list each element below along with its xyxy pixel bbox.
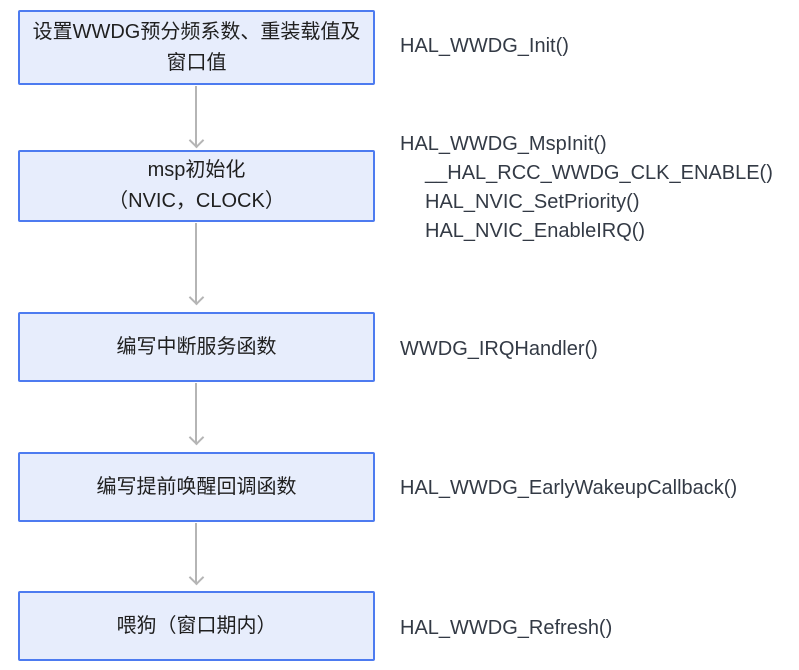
box-text-line: 编写提前唤醒回调函数	[96, 475, 297, 498]
flow-box-irq-handler: 编写中断服务函数	[18, 312, 375, 382]
flow-box-early-wakeup-callback: 编写提前唤醒回调函数	[18, 452, 375, 522]
function-label-group-earlywakeup: HAL_WWDG_EarlyWakeupCallback()	[400, 474, 737, 503]
box-text-line: 喂狗（窗口期内）	[116, 614, 277, 637]
down-arrow-icon	[195, 523, 197, 583]
flow-box-msp-init: msp初始化 （NVIC，CLOCK）	[18, 150, 375, 222]
function-name: HAL_WWDG_MspInit()	[400, 133, 607, 155]
box-text-line: 设置WWDG预分频系数、重装载值及	[32, 20, 361, 43]
function-name: HAL_NVIC_EnableIRQ()	[425, 220, 646, 242]
function-label-group-mspinit: HAL_WWDG_MspInit() __HAL_RCC_WWDG_CLK_EN…	[400, 130, 773, 246]
function-label-group-init: HAL_WWDG_Init()	[400, 32, 569, 61]
function-name: HAL_WWDG_Refresh()	[400, 617, 613, 639]
box-text-line: 窗口值	[166, 51, 227, 74]
box-text-line: 编写中断服务函数	[116, 335, 277, 358]
down-arrow-icon	[195, 86, 197, 146]
function-label-group-refresh: HAL_WWDG_Refresh()	[400, 614, 612, 643]
function-name: __HAL_RCC_WWDG_CLK_ENABLE()	[425, 162, 773, 184]
box-text-line: （NVIC，CLOCK）	[108, 190, 285, 212]
function-name: HAL_WWDG_Init()	[400, 35, 569, 57]
function-name: HAL_WWDG_EarlyWakeupCallback()	[400, 477, 738, 499]
down-arrow-icon	[195, 383, 197, 443]
function-label-group-irqhandler: WWDG_IRQHandler()	[400, 335, 598, 364]
flow-box-feed-dog: 喂狗（窗口期内）	[18, 591, 375, 661]
flow-box-set-prescaler: 设置WWDG预分频系数、重装载值及 窗口值	[18, 10, 375, 85]
function-name: WWDG_IRQHandler()	[400, 338, 598, 360]
down-arrow-icon	[195, 223, 197, 303]
function-name: HAL_NVIC_SetPriority()	[425, 191, 640, 213]
box-text-line: msp初始化	[147, 159, 246, 181]
